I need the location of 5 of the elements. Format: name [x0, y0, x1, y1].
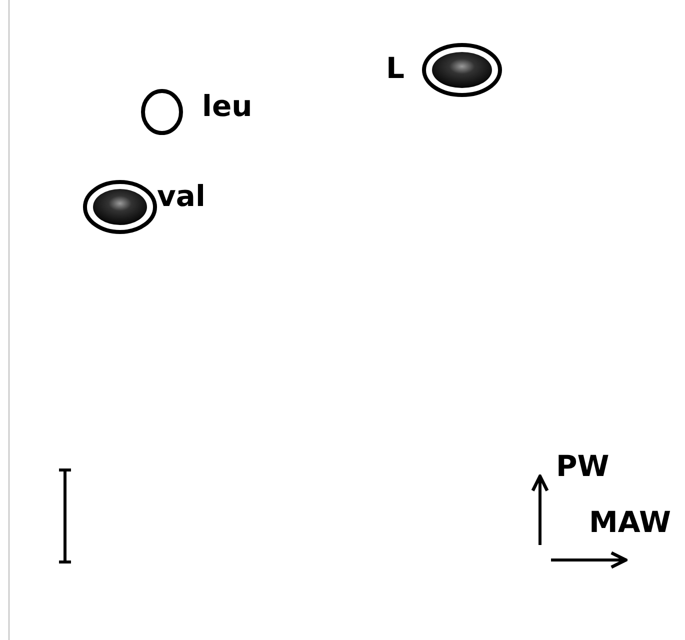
- spot-label: L: [386, 54, 404, 83]
- spot-label: leu: [202, 92, 252, 121]
- spot-label: val: [157, 182, 206, 211]
- spot-label: MAW: [589, 508, 671, 537]
- spot-label: PW: [556, 452, 610, 481]
